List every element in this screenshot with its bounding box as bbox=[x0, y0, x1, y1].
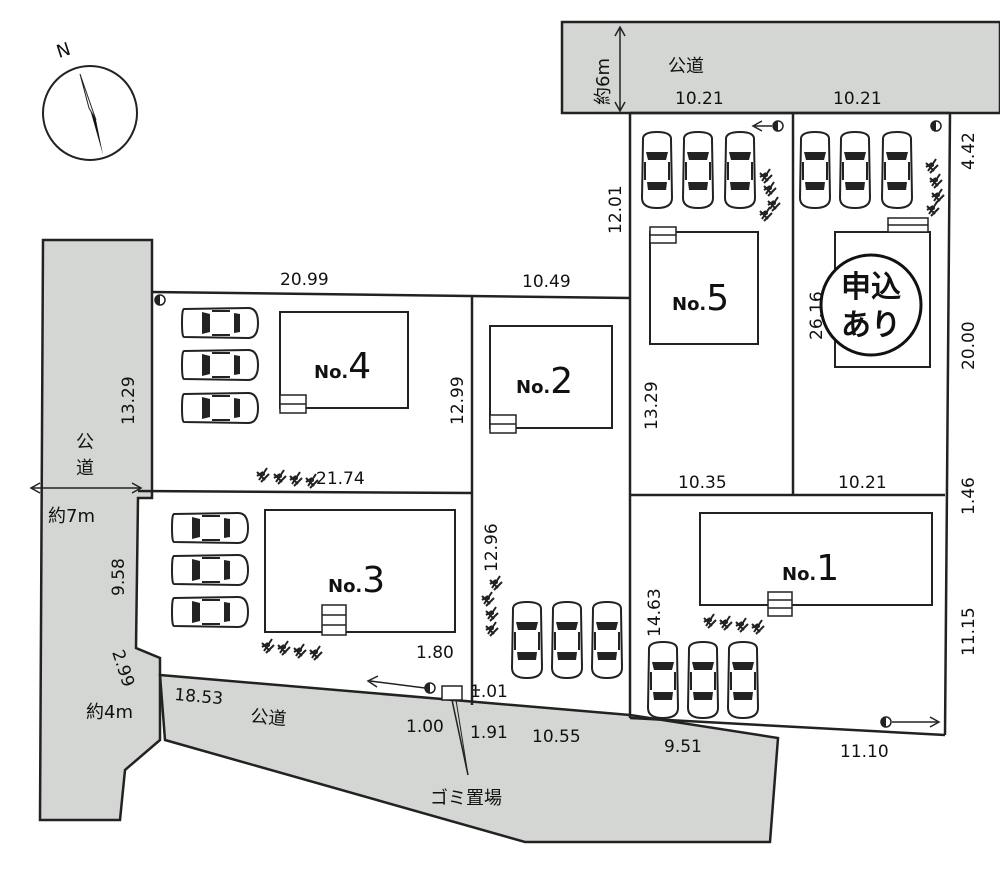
dim-10-55: 10.55 bbox=[532, 727, 581, 747]
arrow-icon bbox=[29, 25, 941, 738]
svg-text:No.4: No.4 bbox=[314, 346, 371, 387]
dim-13-29-west: 13.29 bbox=[119, 376, 139, 425]
house-no2 bbox=[489, 325, 613, 429]
dim-1-01: 1.01 bbox=[470, 682, 508, 702]
north-road-label: 公道 bbox=[668, 56, 704, 77]
svg-text:No.5: No.5 bbox=[672, 278, 729, 319]
garbage-area bbox=[441, 685, 469, 776]
lot-label-no1: No.1 bbox=[782, 548, 839, 589]
lot-label-no5: No.5 bbox=[672, 278, 729, 319]
dim-1-46: 1.46 bbox=[959, 477, 979, 515]
house-no4 bbox=[279, 311, 409, 409]
dim-12-01: 12.01 bbox=[606, 185, 626, 234]
lot-label-no4: No.4 bbox=[314, 346, 371, 387]
west-road bbox=[38, 238, 162, 822]
dim-1-80: 1.80 bbox=[416, 643, 454, 663]
dim-13-29-center: 13.29 bbox=[642, 381, 662, 430]
dim-4-42: 4.42 bbox=[959, 132, 979, 170]
compass-icon: N bbox=[42, 39, 138, 161]
dim-20-00: 20.00 bbox=[959, 321, 979, 370]
lot-label-no2: No.2 bbox=[516, 361, 573, 402]
west-road-label-top: 公 bbox=[76, 432, 94, 453]
dim-14-63: 14.63 bbox=[645, 588, 665, 637]
north-road-width: 約6m bbox=[593, 58, 614, 105]
svg-text:No.2: No.2 bbox=[516, 361, 573, 402]
dim-1-91: 1.91 bbox=[470, 723, 508, 743]
south-road bbox=[158, 673, 780, 844]
lot-boundaries bbox=[137, 111, 952, 737]
dim-21-74: 21.74 bbox=[316, 469, 365, 489]
dim-11-15: 11.15 bbox=[959, 607, 979, 656]
dim-11-10: 11.10 bbox=[840, 742, 889, 762]
house-no5 bbox=[649, 231, 759, 345]
lot-label-no3: No.3 bbox=[328, 560, 385, 601]
dim-10-49: 10.49 bbox=[522, 272, 571, 292]
dim-20-99: 20.99 bbox=[280, 270, 329, 290]
application-stamp: 申込 あり bbox=[819, 253, 923, 357]
dim-10-35: 10.35 bbox=[678, 473, 727, 493]
dim-18-53: 18.53 bbox=[174, 685, 224, 709]
svg-text:No.3: No.3 bbox=[328, 560, 385, 601]
compass-north-label: N bbox=[54, 39, 73, 63]
stamp-line1: 申込 bbox=[841, 270, 901, 305]
entrance-steps bbox=[279, 217, 929, 636]
dimension-labels: 10.21 10.21 12.01 4.42 20.99 10.49 26.16… bbox=[107, 89, 979, 762]
svg-text:No.1: No.1 bbox=[782, 548, 839, 589]
stamp-line2: あり bbox=[841, 308, 901, 343]
dim-9-51: 9.51 bbox=[664, 737, 702, 757]
dim-12-99: 12.99 bbox=[448, 376, 468, 425]
dim-10-21-mid: 10.21 bbox=[838, 473, 887, 493]
south-road-label: 公道 bbox=[250, 706, 288, 730]
house-no1 bbox=[699, 512, 933, 606]
dim-10-21-a: 10.21 bbox=[675, 89, 724, 109]
dim-1-00: 1.00 bbox=[406, 717, 444, 737]
dim-10-21-b: 10.21 bbox=[833, 89, 882, 109]
west-road-width: 約7m bbox=[48, 506, 95, 527]
west-road-label-bottom: 道 bbox=[76, 458, 94, 479]
dim-12-96: 12.96 bbox=[482, 523, 502, 572]
north-road bbox=[560, 20, 1000, 115]
dim-26-16: 26.16 bbox=[807, 291, 827, 340]
south-road-width: 約4m bbox=[86, 702, 133, 723]
house-no3 bbox=[264, 509, 456, 633]
garbage-label: ゴミ置場 bbox=[430, 788, 502, 809]
dim-9-58: 9.58 bbox=[109, 558, 129, 596]
